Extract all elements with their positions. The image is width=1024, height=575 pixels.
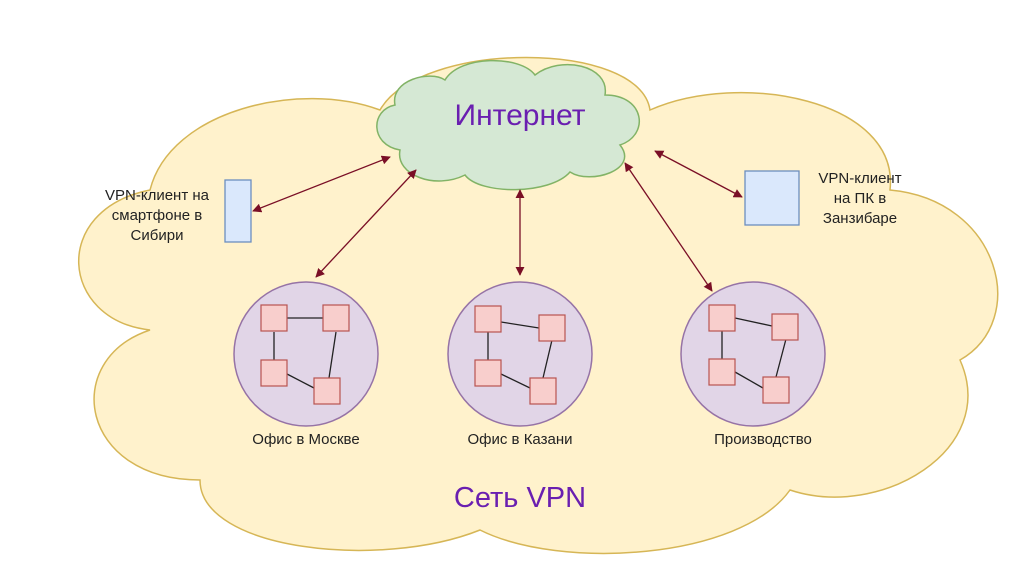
smartphone-device: [224, 179, 252, 243]
internet-cloud: [376, 59, 640, 191]
client-siberia-label-line: VPN-клиент на: [105, 187, 209, 204]
network-node: [322, 304, 350, 332]
production-circle: [680, 281, 826, 427]
network-node: [708, 358, 736, 386]
internet-title: Интернет: [454, 99, 586, 132]
office-kazan-network: [487, 321, 553, 389]
office-moscow-circle: [233, 281, 379, 427]
network-node: [260, 304, 288, 332]
office-kazan-label: Офис в Казани: [467, 431, 573, 448]
production-network: [721, 317, 787, 389]
network-node: [708, 304, 736, 332]
network-node: [313, 377, 341, 405]
office-kazan-circle: [447, 281, 593, 427]
client-zanzibar-label-line: Занзибаре: [822, 210, 898, 227]
client-siberia-label: VPN-клиент на смартфоне в Сибири: [92, 186, 222, 246]
network-node: [474, 305, 502, 333]
network-node: [771, 313, 799, 341]
client-zanzibar-label-line: на ПК в: [833, 190, 887, 207]
office-moscow-network: [273, 317, 337, 389]
production-label: Производство: [714, 431, 812, 448]
office-moscow-label: Офис в Москве: [252, 431, 360, 448]
network-node: [538, 314, 566, 342]
network-node: [529, 377, 557, 405]
client-siberia-label-line: Сибири: [130, 227, 184, 244]
arrow-zanzibar-internet: [654, 150, 743, 198]
pc-device: [744, 170, 800, 226]
arrow-production-internet: [624, 162, 713, 292]
client-siberia-label-line: смартфоне в: [111, 207, 203, 224]
network-node: [260, 359, 288, 387]
client-zanzibar-label-line: VPN-клиент: [818, 170, 902, 187]
vpn-network-title: Сеть VPN: [453, 482, 587, 514]
client-zanzibar-label: VPN-клиент на ПК в Занзибаре: [805, 169, 915, 229]
network-node: [762, 376, 790, 404]
network-node: [474, 359, 502, 387]
arrow-moscow-internet: [315, 169, 417, 278]
